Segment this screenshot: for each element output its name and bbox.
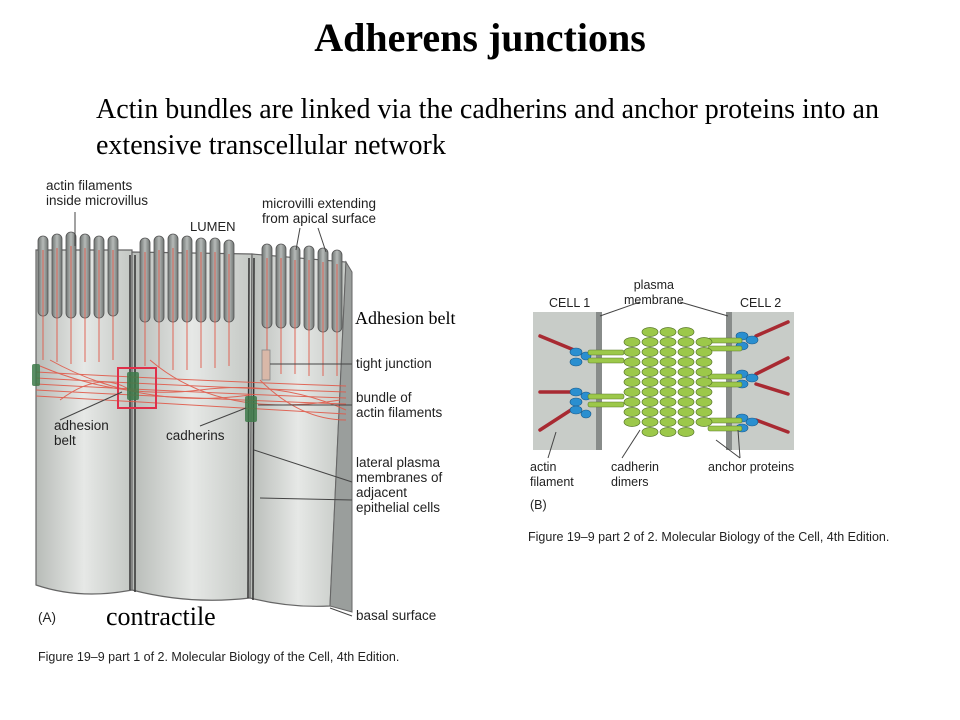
cadherin-domain (659, 327, 677, 337)
cadherin-domain (695, 377, 713, 387)
cadherin-domain (695, 387, 713, 397)
junction-clusters (32, 364, 257, 422)
cadherin-domain (641, 337, 659, 347)
cadherin-domain (623, 347, 641, 357)
cadherin-domain (677, 407, 695, 417)
cadherin-domain (659, 407, 677, 417)
label-tight-junction: tight junction (356, 356, 432, 371)
cadherin-domain (677, 327, 695, 337)
cadherin-domain (641, 347, 659, 357)
cadherin-domain (659, 337, 677, 347)
label-adhesion-belt: adhesion belt (54, 418, 109, 448)
cadherin-domain (623, 387, 641, 397)
cadherin-domain (695, 357, 713, 367)
cadherin-domain (659, 427, 677, 437)
cadherin-domain (677, 367, 695, 377)
cadherin-domain (695, 337, 713, 347)
cadherin-domain (677, 337, 695, 347)
cadherin-domain (623, 377, 641, 387)
label-panel-b: (B) (530, 498, 547, 512)
cadherin-domain (659, 397, 677, 407)
cadherin-domain (677, 387, 695, 397)
cadherin-domain (677, 347, 695, 357)
label-plasma-membrane: plasma membrane (624, 278, 684, 307)
cadherin-domain (641, 397, 659, 407)
cadherin-domain (659, 377, 677, 387)
figure-b-leader-lines (547, 301, 741, 459)
cadherin-domain (623, 407, 641, 417)
label-microvilli: microvilli extending from apical surface (262, 196, 377, 226)
label-basal-surface: basal surface (356, 608, 437, 623)
cadherin-domain (641, 357, 659, 367)
label-lateral-membranes: lateral plasma membranes of adjacent epi… (356, 455, 443, 515)
figure-b-molecular-schematic (533, 312, 794, 450)
cadherin-domain (677, 357, 695, 367)
cadherin-domain (641, 327, 659, 337)
figure-b-caption: Figure 19–9 part 2 of 2. Molecular Biolo… (528, 530, 890, 544)
slide-title: Adherens junctions (314, 15, 646, 60)
cadherin-domain (641, 377, 659, 387)
label-actin-filament: actin filament (530, 460, 574, 489)
actin-filaments (35, 246, 347, 421)
cadherin-domain (659, 347, 677, 357)
cadherin-domain (659, 417, 677, 427)
cadherin-domain (623, 367, 641, 377)
cadherin-domain (677, 417, 695, 427)
label-lumen: LUMEN (190, 219, 236, 234)
cadherin-domain (641, 427, 659, 437)
figure-a-caption: Figure 19–9 part 1 of 2. Molecular Biolo… (38, 650, 400, 664)
slide-subtitle: Actin bundles are linked via the cadheri… (96, 94, 879, 161)
figure-a-leader-lines (59, 212, 353, 617)
annotation-contractile: contractile (106, 602, 216, 631)
label-actin-filaments: actin filaments inside microvillus (46, 178, 149, 208)
cadherin-domain (677, 427, 695, 437)
cadherin-domain (695, 367, 713, 377)
adhesion-belt-highlight-box (117, 367, 157, 409)
label-cell2: CELL 2 (740, 296, 782, 310)
cadherin-domain (695, 347, 713, 357)
cadherin-domain (641, 417, 659, 427)
label-cell1: CELL 1 (549, 296, 591, 310)
cadherin-domain (623, 397, 641, 407)
tight-junction-marker (261, 349, 271, 381)
cadherin-domain (695, 407, 713, 417)
annotation-adhesion-belt: Adhesion belt (355, 308, 456, 328)
cadherin-domain (659, 367, 677, 377)
cadherin-domain (641, 367, 659, 377)
cadherin-domain (659, 387, 677, 397)
label-cadherin-dimers: cadherin dimers (611, 460, 659, 489)
cell-block (35, 249, 353, 613)
cadherin-domain (659, 357, 677, 367)
label-cadherins: cadherins (166, 428, 225, 443)
cadherin-domain (623, 417, 641, 427)
cadherin-domain (623, 357, 641, 367)
cadherin-domain (677, 377, 695, 387)
cadherin-domain (695, 417, 713, 427)
cadherin-domain (641, 387, 659, 397)
label-anchor-proteins: anchor proteins (708, 460, 795, 474)
cadherin-domain (695, 397, 713, 407)
label-bundle-actin: bundle of actin filaments (356, 390, 443, 420)
cadherin-domain (623, 337, 641, 347)
cadherin-domain (641, 407, 659, 417)
cadherin-domain (677, 397, 695, 407)
label-panel-a: (A) (38, 610, 56, 625)
